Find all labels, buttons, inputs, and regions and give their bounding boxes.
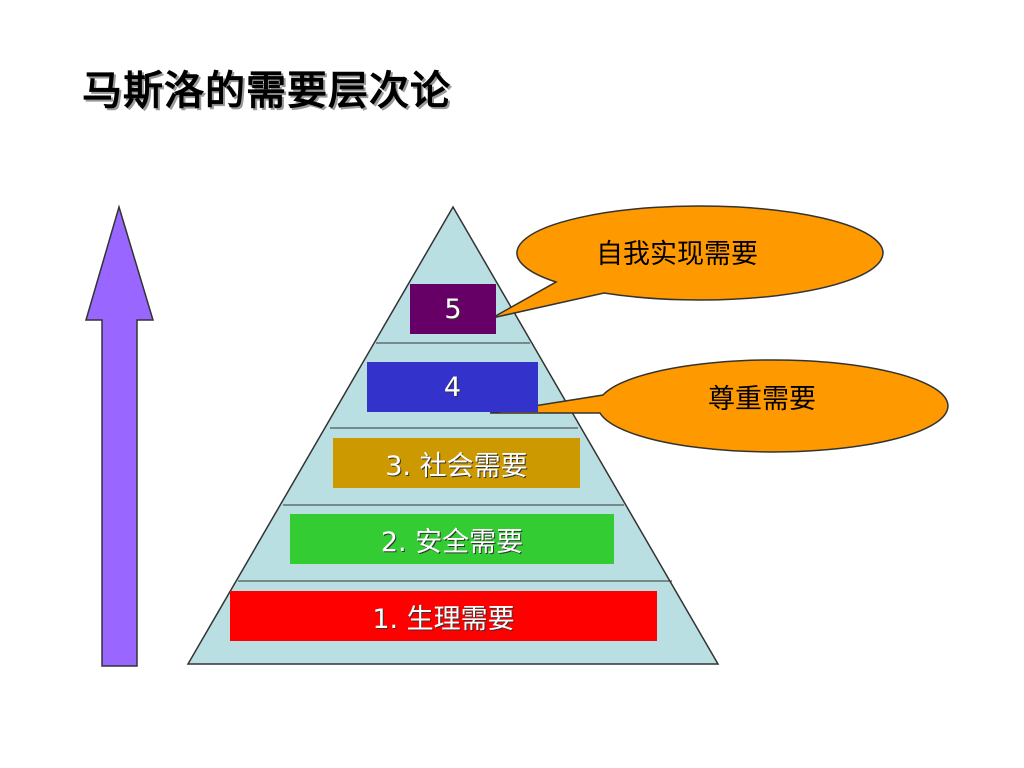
level-5-block: 5	[410, 284, 496, 334]
callout-esteem-bubble	[489, 359, 949, 453]
level-1-block: 1. 生理需要	[230, 591, 657, 641]
callout-esteem-label: 尊重需要	[708, 384, 816, 415]
page-title: 马斯洛的需要层次论	[82, 68, 451, 114]
level-2-block: 2. 安全需要	[290, 514, 614, 564]
level-4-label: 4	[443, 371, 462, 403]
level-4-block: 4	[367, 362, 538, 412]
upward-arrow-icon	[84, 204, 155, 667]
level-3-label: 3. 社会需要	[385, 450, 528, 482]
level-3-block: 3. 社会需要	[333, 438, 580, 488]
level-2-label: 2. 安全需要	[380, 526, 524, 558]
callout-self-actualization-label: 自我实现需要	[596, 239, 758, 270]
callout-self-actualization-bubble	[491, 205, 884, 319]
level-5-label: 5	[444, 293, 462, 325]
level-1-label: 1. 生理需要	[372, 603, 515, 635]
